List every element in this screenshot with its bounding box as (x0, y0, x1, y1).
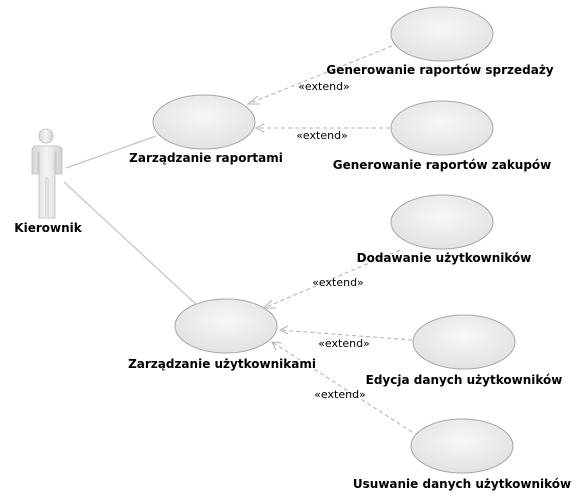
association-kierownik-raporty (65, 135, 157, 169)
use-case-label: Zarządzanie raportami (129, 151, 283, 165)
use-case-zarzadzanie-raportami[interactable] (152, 94, 256, 150)
actor-label: Kierownik (14, 221, 82, 235)
association-kierownik-uzytkownicy (63, 181, 201, 309)
extend-delete-users (271, 341, 413, 433)
extend-sales-reports (246, 45, 393, 105)
use-case-edycja-danych-uzytkownikow[interactable] (412, 314, 516, 370)
use-case-generowanie-raportow-zakupow[interactable] (390, 100, 494, 156)
extend-label: «extend» (298, 80, 350, 93)
use-case-generowanie-raportow-sprzedazy[interactable] (390, 6, 494, 62)
extend-label: «extend» (318, 337, 370, 350)
use-case-usuwanie-danych-uzytkownikow[interactable] (410, 418, 514, 474)
use-case-label: Edycja danych użytkowników (366, 373, 563, 387)
use-case-label: Generowanie raportów sprzedaży (326, 63, 553, 77)
use-case-label: Usuwanie danych użytkowników (353, 477, 571, 491)
actor-figure[interactable] (31, 128, 63, 219)
use-case-dodawanie-uzytkownikow[interactable] (390, 194, 494, 250)
use-case-label: Dodawanie użytkowników (357, 251, 532, 265)
extend-label: «extend» (314, 388, 366, 401)
extend-edit-users (278, 325, 413, 341)
extend-label: «extend» (312, 276, 364, 289)
use-case-label: Zarządzanie użytkownikami (128, 357, 316, 371)
use-case-zarzadzanie-uzytkownikami[interactable] (174, 298, 278, 354)
extend-purchase-reports (254, 123, 390, 133)
use-case-label: Generowanie raportów zakupów (333, 158, 552, 172)
extend-label: «extend» (296, 129, 348, 142)
